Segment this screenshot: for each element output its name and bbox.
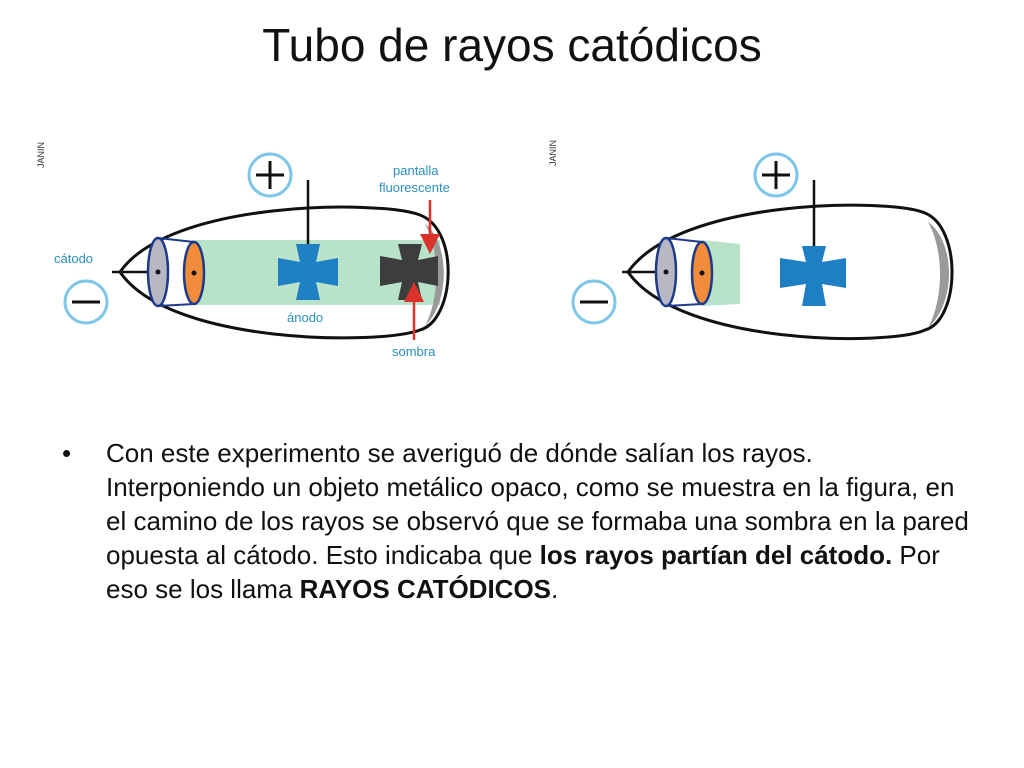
bullet-bold-2: RAYOS CATÓDICOS (299, 574, 552, 604)
cathode-ray-diagrams: JANIN cátodo (36, 140, 954, 359)
bullet-marker: • (62, 438, 72, 468)
watermark-right: JANIN (548, 140, 558, 166)
watermark-left: JANIN (36, 142, 46, 168)
shadow-label: sombra (392, 344, 436, 359)
screen-label-line1: pantalla (393, 163, 439, 178)
anode-label: ánodo (287, 310, 323, 325)
cathode-label: cátodo (54, 251, 93, 266)
shadow-cross-left (380, 244, 438, 300)
bullet-part-1: Con este experimento se averiguó de dónd… (106, 438, 969, 570)
anode-cross-left (278, 244, 338, 300)
tube-outline-right (626, 203, 954, 341)
page-title: Tubo de rayos catódicos (262, 19, 762, 71)
bullet-item: • Con este experimento se averiguó de dó… (56, 436, 976, 606)
figure-left: JANIN cátodo (36, 142, 450, 359)
fluorescent-screen-right (928, 222, 950, 328)
figure-right: JANIN (548, 140, 954, 341)
bullet-part-2: Por eso se los llama (106, 540, 940, 604)
bullet-part-3: . (551, 574, 559, 604)
bullet-bold-1: los rayos partían del cátodo. (539, 540, 893, 570)
tube-outline-left (118, 205, 450, 340)
bullet-text: Con este experimento se averiguó de dónd… (106, 436, 972, 606)
screen-label-line2: fluorescente (379, 180, 450, 195)
anode-cross-right (780, 246, 846, 306)
bullet-list: • Con este experimento se averiguó de dó… (56, 436, 976, 606)
